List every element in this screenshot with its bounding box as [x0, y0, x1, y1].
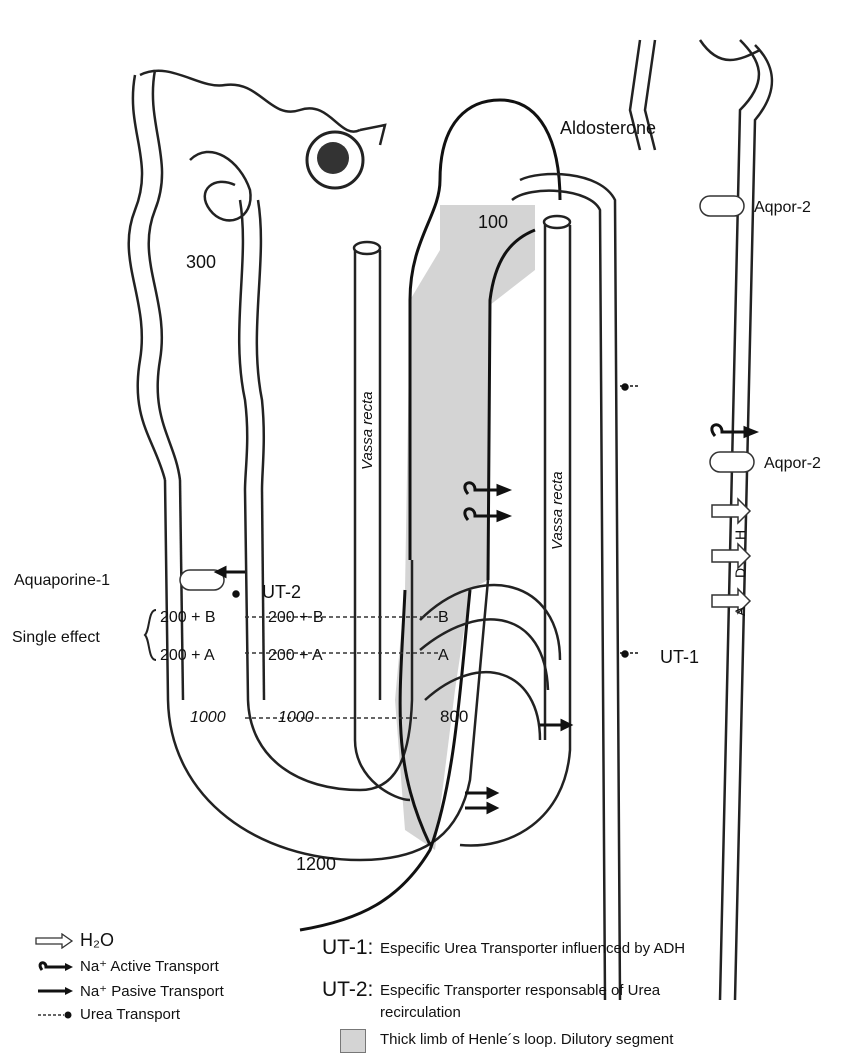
- aqpor-2-top-label: Aqpor-2: [754, 199, 811, 216]
- legend-na-active-text: Na⁺ Active Transport: [80, 957, 219, 975]
- collecting-letter-d: D: [732, 568, 748, 578]
- vasa-recta-right-label: Vassa recta: [549, 471, 566, 550]
- legend-ut1-label: UT-1:: [322, 936, 373, 960]
- legend-urea: Urea Transport: [34, 1006, 180, 1023]
- single-effect-label: Single effect: [12, 629, 100, 646]
- legend-thick-limb-text: Thick limb of Henle´s loop. Dilutory seg…: [380, 1031, 673, 1048]
- ut-1-label: UT-1: [660, 647, 699, 667]
- legend-ut2-desc-2: recirculation: [380, 1004, 461, 1021]
- vasa-recta-left-label: Vassa recta: [359, 391, 376, 470]
- active-transport-icon: [34, 958, 74, 974]
- osmolarity-300: 300: [186, 252, 216, 272]
- glomerulus: [307, 125, 385, 188]
- water-arrow-icon: [34, 933, 74, 949]
- osmolarity-1000-right: 1000: [278, 709, 314, 726]
- legend-ut2-label: UT-2:: [322, 978, 373, 1002]
- collecting-letter-a: A: [732, 606, 748, 616]
- thick-limb-shaded-region: [395, 205, 535, 850]
- collecting-letter-h: H: [732, 530, 748, 540]
- single-effect-brace: [145, 610, 156, 660]
- aqpor-2-mid-label: Aqpor-2: [764, 455, 821, 472]
- legend-na-passive-text: Na⁺ Pasive Transport: [80, 982, 224, 1000]
- aquaporine-1-label: Aquaporine-1: [14, 572, 110, 589]
- osmolarity-100: 100: [478, 212, 508, 232]
- legend-na-active: Na⁺ Active Transport: [34, 957, 219, 975]
- thick-limb-swatch: [340, 1029, 366, 1053]
- aqpor-2-top-channel: [700, 196, 744, 216]
- aldosterone-top-label: Aldosterone: [560, 118, 656, 138]
- urea-transport-icon: [34, 1007, 74, 1023]
- osmolarity-1000-left: 1000: [190, 709, 226, 726]
- legend-urea-text: Urea Transport: [80, 1006, 180, 1023]
- aqpor-2-mid-channel: [710, 452, 754, 472]
- collecting-duct-inner: [512, 40, 655, 1000]
- passive-transport-icon: [34, 983, 74, 999]
- osmolarity-1200: 1200: [296, 854, 336, 874]
- ut-2-label: UT-2: [262, 582, 301, 602]
- collecting-duct-outer: [700, 40, 772, 1000]
- legend-ut2-desc-1: Especific Transporter responsable of Ure…: [380, 982, 660, 999]
- single-effect-b-2: 200 + B: [268, 609, 324, 626]
- legend-ut1-desc: Especific Urea Transporter influenced by…: [380, 940, 685, 957]
- osmolarity-800: 800: [440, 707, 468, 726]
- single-effect-a-2: 200 + A: [268, 647, 323, 664]
- single-effect-b-1: 200 + B: [160, 609, 216, 626]
- legend-h2o: H₂O: [34, 930, 114, 951]
- single-effect-a-end: A: [438, 647, 449, 664]
- legend-na-passive: Na⁺ Pasive Transport: [34, 982, 224, 1000]
- legend-h2o-text: H₂O: [80, 930, 114, 951]
- single-effect-b-end: B: [438, 609, 449, 626]
- single-effect-a-1: 200 + A: [160, 647, 215, 664]
- water-arrows-collecting: [712, 499, 750, 613]
